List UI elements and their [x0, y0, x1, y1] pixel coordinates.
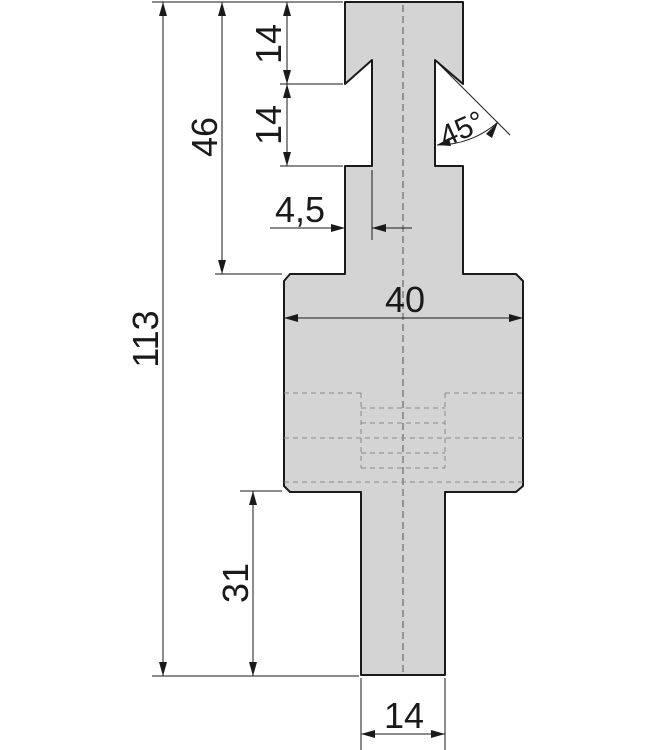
dim-groove-height: 14: [248, 84, 291, 166]
dim-body-width-label: 40: [385, 279, 425, 320]
dim-groove-depth-label: 4,5: [275, 189, 325, 230]
dim-overall-height-label: 113: [125, 310, 166, 367]
extension-lines: [152, 1, 511, 750]
dim-groove-height-label: 14: [248, 105, 289, 145]
dim-shank-height-label: 31: [215, 563, 256, 603]
dim-overall-height: 113: [125, 2, 167, 676]
dim-groove-angle-label: 45°: [435, 105, 490, 154]
dim-upper-section-label: 46: [184, 117, 225, 157]
dim-body-width: 40: [284, 279, 523, 322]
dim-shank-width: 14: [361, 695, 445, 738]
dim-groove-depth: 4,5: [270, 189, 412, 232]
dim-shank-height: 31: [215, 491, 257, 676]
dim-groove-angle: 45°: [435, 105, 499, 154]
dim-top-to-groove: 14: [248, 2, 291, 84]
dim-upper-section: 46: [184, 2, 226, 274]
dim-top-to-groove-label: 14: [248, 24, 289, 64]
dim-shank-width-label: 14: [384, 695, 424, 736]
hidden-features: [284, 392, 523, 483]
